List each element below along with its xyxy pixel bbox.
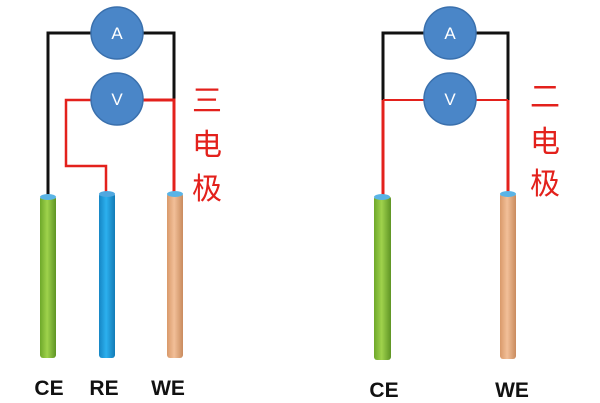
title-char-3: 极: [192, 172, 222, 207]
ammeter-label: A: [444, 24, 456, 43]
working-electrode: [500, 191, 516, 359]
counter-electrode: [374, 194, 391, 360]
title-char-2: 电: [192, 128, 222, 163]
ce-label: CE: [34, 377, 63, 400]
re-voltage-wire: [64, 98, 108, 192]
two-electrode-diagram: A V CE WE 二 电 极: [369, 6, 560, 402]
we-label: WE: [495, 379, 529, 402]
ammeter-label: A: [111, 24, 123, 43]
title-char-1: 二: [530, 80, 560, 115]
voltmeter: V: [90, 72, 144, 126]
voltmeter: V: [423, 72, 477, 126]
ce-label: CE: [369, 379, 398, 402]
three-electrode-diagram: A V CE RE WE 三 电 极: [34, 6, 222, 400]
we-voltage-wire: [142, 98, 176, 192]
voltmeter-label: V: [444, 90, 456, 109]
ce-current-wire: [46, 31, 92, 195]
reference-electrode: [99, 191, 115, 358]
we-label: WE: [151, 377, 185, 400]
title-char-1: 三: [192, 84, 222, 119]
title-char-3: 极: [530, 167, 560, 202]
title-char-2: 电: [530, 125, 560, 160]
working-electrode: [167, 191, 183, 358]
we-current-wire: [142, 31, 176, 100]
counter-electrode: [40, 194, 56, 358]
re-label: RE: [89, 377, 118, 400]
ammeter: A: [423, 6, 477, 60]
ce-current-wire: [381, 31, 425, 100]
ammeter: A: [90, 6, 144, 60]
we-current-wire: [475, 31, 510, 100]
voltmeter-label: V: [111, 90, 123, 109]
